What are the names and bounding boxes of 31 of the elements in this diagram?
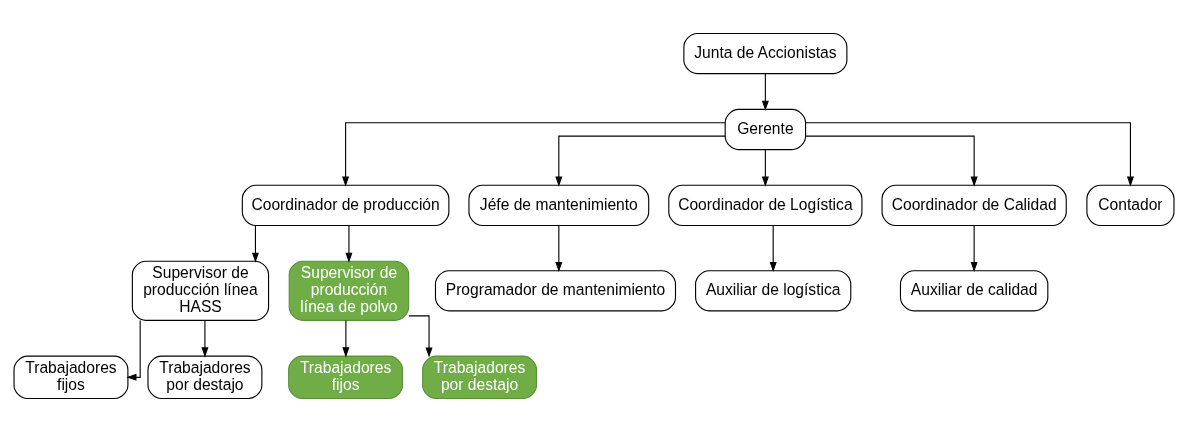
node-box: Coordinador de producción (241, 184, 450, 226)
arrow (342, 319, 350, 357)
arrow (345, 224, 353, 263)
node-box: Programador de mantenimiento (434, 269, 677, 311)
arrow (126, 319, 141, 381)
arrow (251, 224, 259, 263)
node-box: Coordinador de Calidad (881, 184, 1067, 226)
node-box: Contador (1086, 184, 1175, 226)
arrow (769, 224, 777, 272)
node-box: Supervisor de producción línea de polvo (288, 260, 410, 321)
arrow (761, 148, 769, 187)
arrow (408, 314, 433, 358)
arrow (555, 135, 726, 187)
arrow (555, 224, 563, 272)
arrow (342, 121, 726, 187)
arrow (761, 72, 769, 111)
node-box: Gerente (724, 108, 807, 150)
node-box: Supervisor de producción línea HASS (131, 260, 270, 321)
node-box: Trabajadores por destajo (422, 355, 538, 399)
node-box: Auxiliar de calidad (899, 269, 1049, 311)
arrow (805, 121, 1134, 187)
arrow (201, 319, 209, 357)
arrow (970, 224, 978, 272)
node-box: Trabajadores fijos (13, 355, 129, 399)
node-box: Junta de Accionistas (683, 32, 848, 74)
arrow (805, 135, 978, 187)
node-box: Trabajadores por destajo (147, 355, 263, 399)
node-box: Auxiliar de logística (695, 269, 852, 311)
node-box: Jéfe de mantenimiento (468, 184, 650, 226)
node-box: Trabajadores fijos (288, 355, 404, 399)
node-box: Coordinador de Logística (668, 184, 863, 226)
